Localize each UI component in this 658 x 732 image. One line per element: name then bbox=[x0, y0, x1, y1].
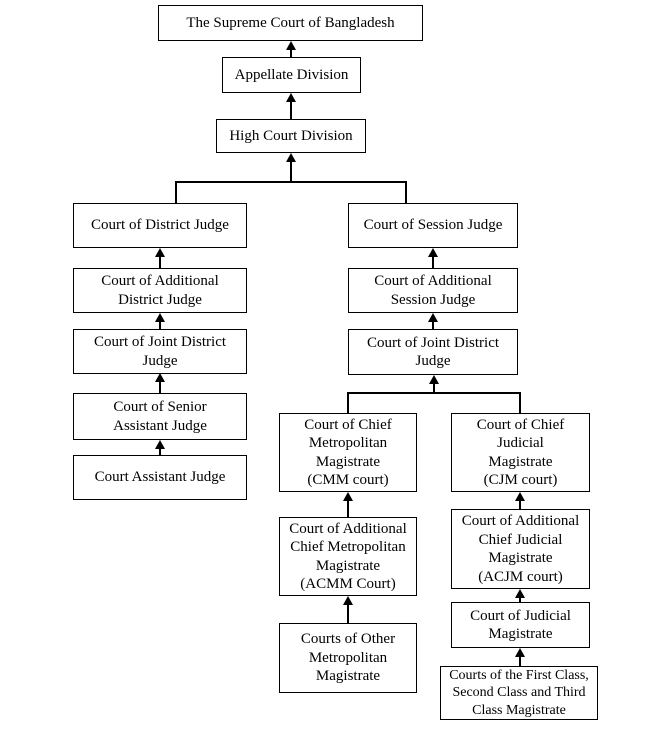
branch-drop-district bbox=[175, 182, 177, 204]
edge-acmm-to-cmm-line bbox=[347, 496, 349, 517]
node-appellate-division: Appellate Division bbox=[222, 57, 361, 93]
edge-senior-asst-to-joint-line bbox=[159, 377, 161, 393]
edge-highcourt-to-appellate-line bbox=[290, 97, 292, 119]
branch-drop-session bbox=[405, 182, 407, 204]
node-additional-session-judge: Court of Additional Session Judge bbox=[348, 268, 518, 313]
edge-other-metro-to-acmm-line bbox=[347, 600, 349, 623]
node-first-second-third-class-magistrate: Courts of the First Class, Second Class … bbox=[440, 666, 598, 720]
edge-appellate-to-supreme-line bbox=[290, 45, 292, 57]
arrow-up-icon bbox=[286, 41, 296, 50]
arrow-up-icon bbox=[155, 373, 165, 382]
node-additional-chief-metropolitan-magistrate: Court of Additional Chief Metropolitan M… bbox=[279, 517, 417, 596]
node-additional-district-judge: Court of Additional District Judge bbox=[73, 268, 247, 313]
node-chief-judicial-magistrate: Court of Chief Judicial Magistrate (CJM … bbox=[451, 413, 590, 492]
edge-joint-right-to-addl-session-line bbox=[432, 317, 434, 329]
node-additional-chief-judicial-magistrate: Court of Additional Chief Judicial Magis… bbox=[451, 509, 590, 589]
branch-line-split2 bbox=[347, 392, 521, 394]
edge-addl-session-to-session-line bbox=[432, 252, 434, 268]
edge-split1-to-highcourt-line bbox=[290, 157, 292, 182]
arrow-up-icon bbox=[343, 596, 353, 605]
arrow-up-icon bbox=[155, 313, 165, 322]
node-high-court-division: High Court Division bbox=[216, 119, 366, 153]
arrow-up-icon bbox=[286, 153, 296, 162]
arrow-up-icon bbox=[155, 248, 165, 257]
node-senior-assistant-judge: Court of Senior Assistant Judge bbox=[73, 393, 247, 440]
node-session-judge: Court of Session Judge bbox=[348, 203, 518, 248]
edge-joint-to-addl-district-line bbox=[159, 317, 161, 329]
node-joint-district-judge-left: Court of Joint District Judge bbox=[73, 329, 247, 374]
arrow-up-icon bbox=[429, 375, 439, 384]
branch-drop-cmm bbox=[347, 393, 349, 414]
arrow-up-icon bbox=[155, 440, 165, 449]
edge-first-class-to-judicial-line bbox=[519, 652, 521, 666]
arrow-up-icon bbox=[515, 648, 525, 657]
arrow-up-icon bbox=[343, 492, 353, 501]
node-court-assistant-judge: Court Assistant Judge bbox=[73, 455, 247, 500]
arrow-up-icon bbox=[428, 313, 438, 322]
arrow-up-icon bbox=[286, 93, 296, 102]
arrow-up-icon bbox=[428, 248, 438, 257]
arrow-up-icon bbox=[515, 589, 525, 598]
branch-line-split1 bbox=[175, 181, 407, 183]
branch-drop-cjm bbox=[519, 393, 521, 414]
node-supreme-court: The Supreme Court of Bangladesh bbox=[158, 5, 423, 41]
node-joint-district-judge-right: Court of Joint District Judge bbox=[348, 329, 518, 375]
node-district-judge: Court of District Judge bbox=[73, 203, 247, 248]
edge-acjm-to-cjm-line bbox=[519, 496, 521, 509]
node-judicial-magistrate: Court of Judicial Magistrate bbox=[451, 602, 590, 648]
node-other-metropolitan-magistrate: Courts of Other Metropolitan Magistrate bbox=[279, 623, 417, 693]
edge-court-asst-to-senior-line bbox=[159, 444, 161, 455]
node-chief-metropolitan-magistrate: Court of Chief Metropolitan Magistrate (… bbox=[279, 413, 417, 492]
edge-split2-to-joint-right-line bbox=[433, 379, 435, 393]
arrow-up-icon bbox=[515, 492, 525, 501]
edge-addl-district-to-district-line bbox=[159, 252, 161, 268]
